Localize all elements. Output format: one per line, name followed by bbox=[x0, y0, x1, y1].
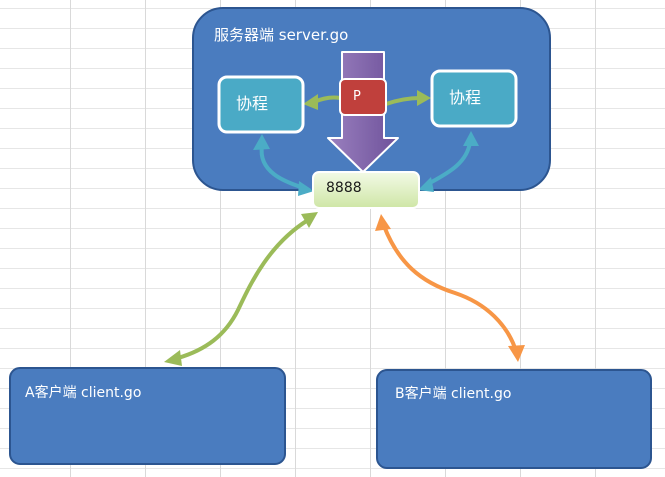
green-arrowhead-port bbox=[301, 212, 318, 228]
blue-arrowhead-left-top bbox=[253, 134, 270, 150]
client-b-label: B客户端 client.go bbox=[395, 386, 512, 402]
orange-arrowhead-client-b bbox=[508, 345, 525, 362]
green-arrowhead-left-worker bbox=[303, 94, 318, 110]
green-arrowhead-client-a bbox=[164, 350, 182, 366]
blue-arrowhead-right-top bbox=[463, 131, 479, 146]
blue-link-right-worker-port bbox=[426, 140, 472, 186]
green-link-port-client-a bbox=[176, 218, 310, 360]
client-a-label: A客户端 client.go bbox=[25, 385, 142, 401]
blue-arrowhead-right-bottom bbox=[418, 177, 434, 192]
processor-label: P bbox=[353, 89, 361, 104]
client-a-box bbox=[9, 367, 286, 465]
port-box bbox=[312, 171, 420, 209]
green-arrowhead-right-worker bbox=[417, 90, 431, 106]
worker-left-label: 协程 bbox=[236, 94, 269, 113]
orange-link-port-client-b bbox=[382, 224, 517, 350]
port-label: 8888 bbox=[326, 180, 362, 196]
worker-left-box bbox=[217, 75, 305, 134]
worker-right-box bbox=[430, 69, 518, 128]
blue-arrowhead-left-bottom bbox=[298, 181, 314, 196]
worker-right-label: 协程 bbox=[449, 88, 482, 107]
blue-link-left-worker-port bbox=[259, 144, 306, 190]
server-title: 服务器端 server.go bbox=[214, 26, 349, 44]
processor-box bbox=[339, 78, 387, 116]
orange-arrowhead-port bbox=[375, 214, 391, 231]
client-b-box bbox=[376, 369, 652, 469]
